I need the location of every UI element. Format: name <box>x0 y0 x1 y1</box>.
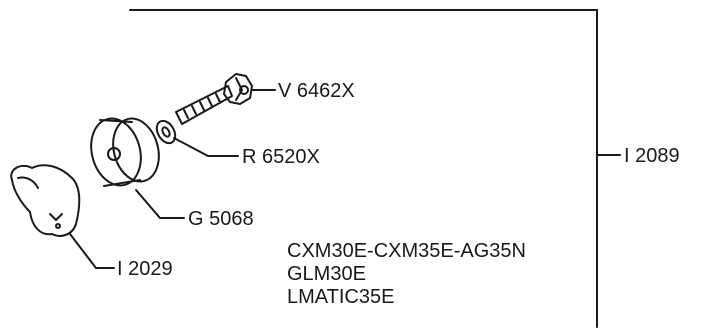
knob-leader-line <box>69 233 115 269</box>
label-bolt: V 6462X <box>278 80 355 102</box>
wheel-drawing <box>90 117 160 187</box>
model-list: CXM30E-CXM35E-AG35N GLM30E LMATIC35E <box>287 240 526 309</box>
model-name: CXM30E-CXM35E-AG35N <box>287 240 526 262</box>
bolt-drawing <box>175 73 253 125</box>
washer-leader-line <box>173 137 239 157</box>
model-name: LMATIC35E <box>287 286 395 308</box>
assembly-bracket-line <box>129 9 598 328</box>
label-assembly: I 2089 <box>624 145 680 167</box>
label-wheel: G 5068 <box>188 208 254 230</box>
wheel-leader-line <box>135 189 185 219</box>
knob-drawing <box>10 164 81 237</box>
model-name: GLM30E <box>287 263 366 285</box>
label-knob: I 2029 <box>117 258 173 280</box>
washer-drawing <box>155 119 177 145</box>
label-washer: R 6520X <box>242 146 320 168</box>
